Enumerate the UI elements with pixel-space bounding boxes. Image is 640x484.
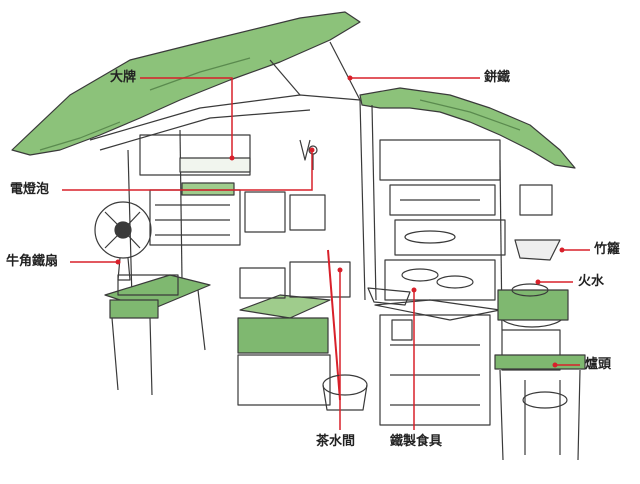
right-canopy xyxy=(359,87,576,169)
label-huoshui: 火水 xyxy=(578,274,605,289)
pot xyxy=(511,283,549,297)
label-tiezhi-shiju: 鐵製食具 xyxy=(390,434,443,449)
label-lutou: 爐頭 xyxy=(585,357,612,372)
label-niujiao-tieshan: 牛角鐵扇 xyxy=(6,254,59,269)
label-dapai: 大牌 xyxy=(110,70,137,85)
leader-dapai xyxy=(140,77,233,158)
label-pingtie: 鉼鐵 xyxy=(484,70,511,85)
left-canopy xyxy=(11,11,361,156)
label-chashuijian: 茶水間 xyxy=(316,434,356,449)
center-cabinet-top xyxy=(239,294,331,319)
woven-basket xyxy=(367,287,411,306)
right-cabinet-top xyxy=(374,299,501,321)
leader-diandengpao xyxy=(62,150,313,191)
fan-guard xyxy=(94,201,152,259)
center-post xyxy=(359,99,366,301)
bamboo-basket xyxy=(514,239,561,261)
label-zhulou: 竹籮 xyxy=(594,242,621,257)
label-diandengpao: 電燈泡 xyxy=(10,182,50,197)
